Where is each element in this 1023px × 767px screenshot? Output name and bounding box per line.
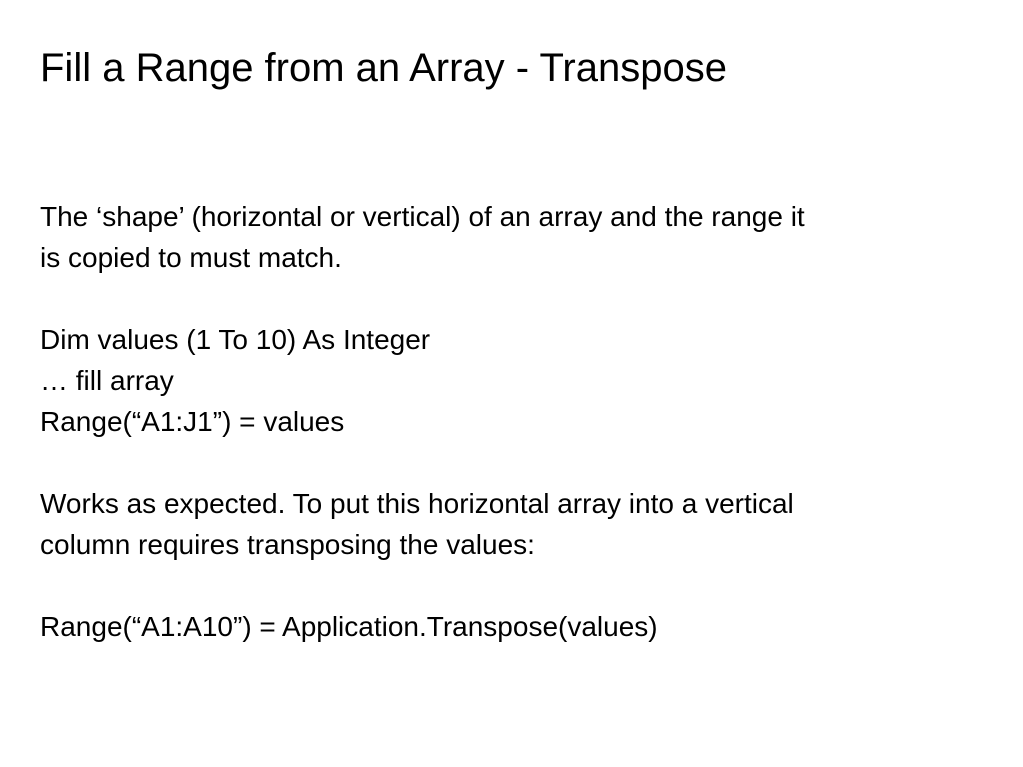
paragraph-explanation-line-1: Works as expected. To put this horizonta…	[40, 488, 794, 519]
code-fill-array-comment: … fill array	[40, 365, 174, 396]
slide-title: Fill a Range from an Array - Transpose	[40, 46, 727, 90]
code-dim-statement: Dim values (1 To 10) As Integer	[40, 324, 431, 355]
spacer	[40, 442, 990, 483]
slide-body: The ‘shape’ (horizontal or vertical) of …	[40, 196, 990, 647]
paragraph-explanation-line-2: column requires transposing the values:	[40, 529, 535, 560]
spacer	[40, 565, 990, 606]
code-transpose-assignment: Range(“A1:A10”) = Application.Transpose(…	[40, 611, 658, 642]
spacer	[40, 278, 990, 319]
paragraph-intro-line-1: The ‘shape’ (horizontal or vertical) of …	[40, 201, 805, 232]
paragraph-intro-line-2: is copied to must match.	[40, 242, 342, 273]
code-range-assignment: Range(“A1:J1”) = values	[40, 406, 345, 437]
